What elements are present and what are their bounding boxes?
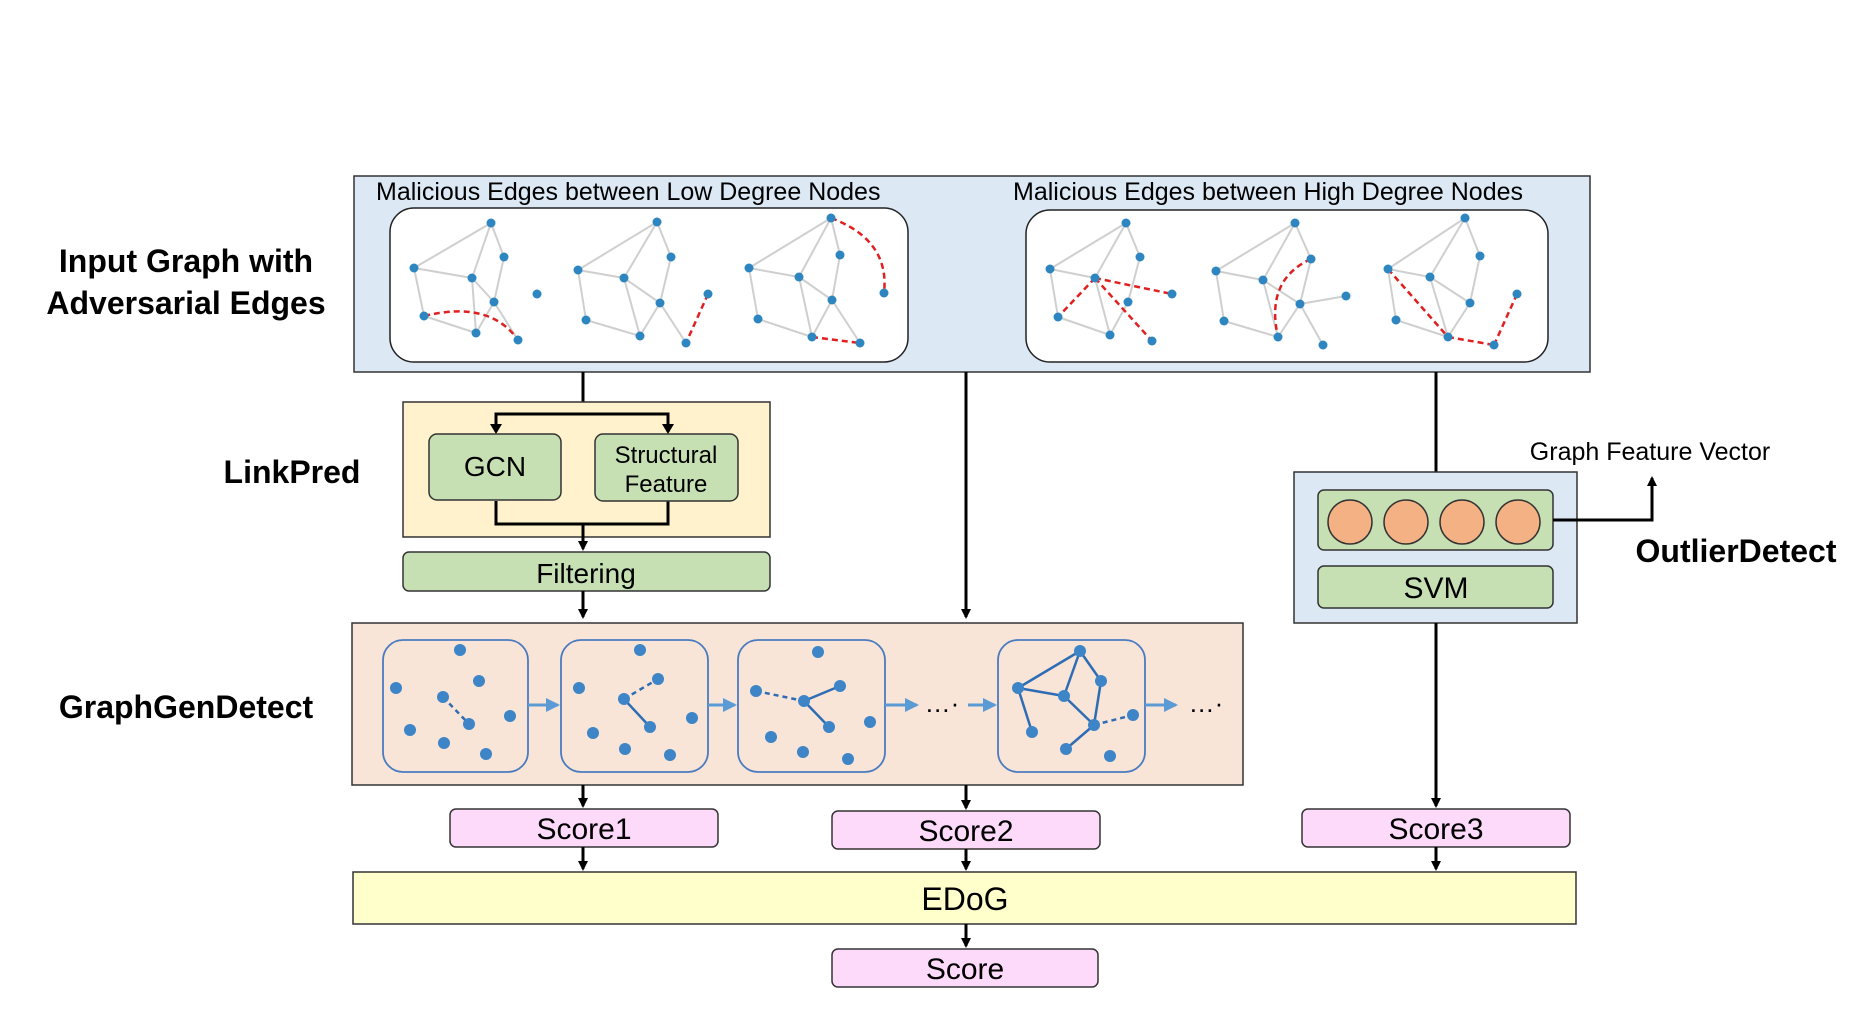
final-score-label: Score xyxy=(926,953,1004,986)
high-degree-caption: Malicious Edges between High Degree Node… xyxy=(1013,178,1523,206)
adversarial-edge xyxy=(1447,335,1495,347)
generation-step-3 xyxy=(737,639,886,773)
low-degree-graphs-box xyxy=(389,207,909,363)
structural-feature-label-line2: Feature xyxy=(625,471,708,498)
feature-circle xyxy=(1439,499,1485,545)
final-score-box xyxy=(831,948,1099,988)
edog-box xyxy=(352,871,1577,925)
structural-feature-label-line1: Structural xyxy=(615,442,718,469)
generation-step-2 xyxy=(560,639,709,773)
adversarial-edge xyxy=(1094,276,1173,296)
filtering-label: Filtering xyxy=(536,558,636,589)
linkpred-label: LinkPred xyxy=(224,454,361,490)
adversarial-edge xyxy=(1057,277,1096,318)
ellipsis-end: …· xyxy=(1189,688,1224,718)
adversarial-edge xyxy=(830,216,886,294)
gcn-label: GCN xyxy=(464,451,526,482)
score3-label: Score3 xyxy=(1388,813,1483,846)
high-degree-graph-2 xyxy=(1211,218,1351,350)
score2-label: Score2 xyxy=(918,815,1013,848)
adversarial-edge xyxy=(1387,268,1449,338)
score1-label: Score1 xyxy=(536,813,631,846)
low-degree-graph-2 xyxy=(573,217,713,348)
structural-feature-box xyxy=(594,433,739,502)
generation-step-n xyxy=(997,639,1146,773)
low-degree-caption: Malicious Edges between Low Degree Nodes xyxy=(376,178,880,206)
svm-label: SVM xyxy=(1403,572,1468,605)
svm-box xyxy=(1317,565,1554,609)
filtering-box xyxy=(402,551,771,592)
gcn-box xyxy=(428,433,562,501)
edog-label: EDoG xyxy=(921,881,1008,917)
input-graph-label-line1: Input Graph with xyxy=(59,243,313,279)
high-degree-graph-3 xyxy=(1383,213,1522,350)
feature-circle xyxy=(1383,499,1429,545)
graphgendetect-label: GraphGenDetect xyxy=(59,689,314,725)
adversarial-edge xyxy=(811,335,861,345)
ellipsis-mid: …· xyxy=(925,688,960,718)
generation-step-1 xyxy=(382,639,529,773)
graph-feature-vector-label: Graph Feature Vector xyxy=(1530,438,1770,466)
adversarial-edge xyxy=(1094,277,1153,342)
connector-to-feature-vector xyxy=(1553,476,1657,522)
low-degree-graph-3 xyxy=(744,213,889,348)
low-degree-graph-1 xyxy=(409,218,542,345)
high-degree-graph-1 xyxy=(1045,218,1177,346)
feature-circle xyxy=(1495,499,1541,545)
adversarial-edge xyxy=(1273,257,1312,338)
input-graph-label-line2: Adversarial Edges xyxy=(46,285,325,321)
adversarial-edge xyxy=(684,293,710,344)
high-degree-graphs-box xyxy=(1025,209,1549,363)
adversarial-edge xyxy=(423,310,520,341)
feature-circle xyxy=(1327,499,1373,545)
outlierdetect-label: OutlierDetect xyxy=(1636,533,1837,569)
